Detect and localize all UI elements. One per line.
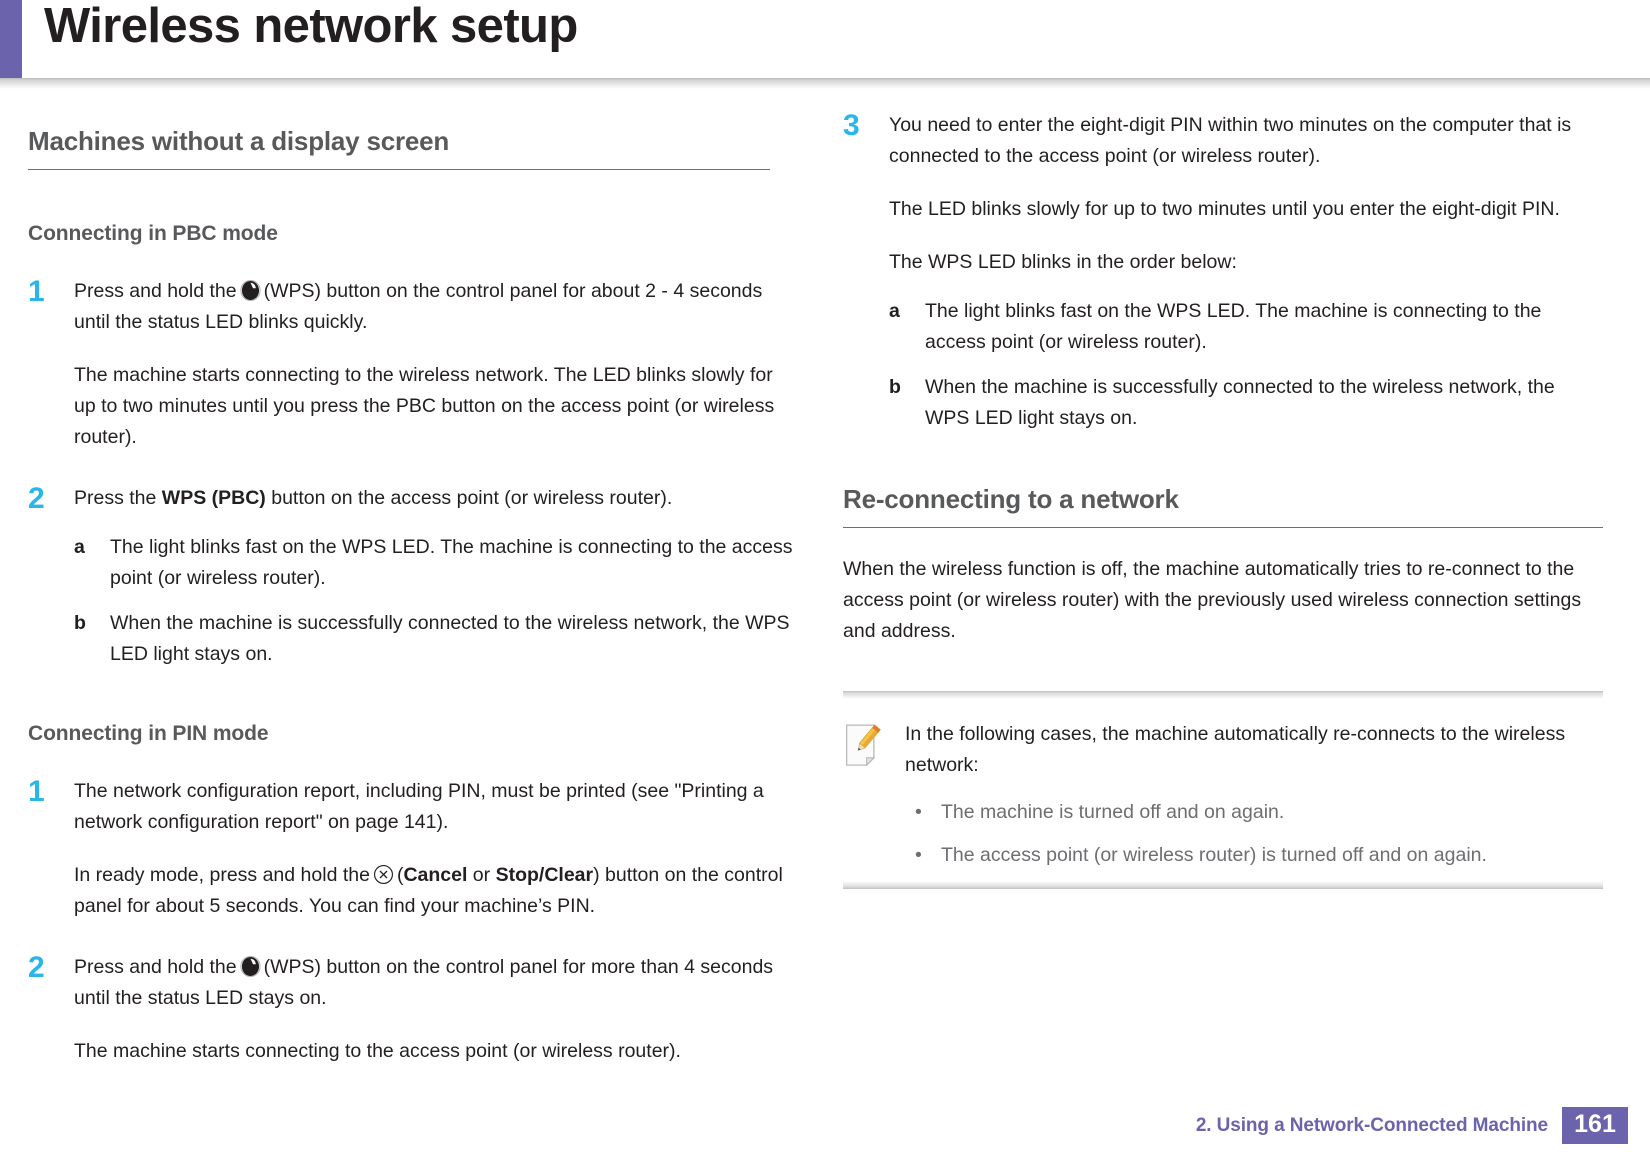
step-body: You need to enter the eight-digit PIN wi… bbox=[889, 110, 1603, 434]
step-followup-paragraph-2: The WPS LED blinks in the order below: bbox=[889, 251, 1237, 273]
footer-chapter-label: 2. Using a Network-Connected Machine bbox=[1195, 1114, 1548, 1136]
content-columns: Machines without a display screen Connec… bbox=[0, 110, 1650, 1067]
section-heading-underline bbox=[843, 527, 1603, 528]
followup-text-before-icon: In ready mode, press and hold the bbox=[74, 864, 370, 886]
sub-step-list: a The light blinks fast on the WPS LED. … bbox=[889, 296, 1603, 434]
note-inner: In the following cases, the machine auto… bbox=[843, 713, 1603, 871]
sub-step-marker: a bbox=[889, 300, 900, 322]
note-lead-text: In the following cases, the machine auto… bbox=[905, 723, 1566, 776]
cancel-bold-label: Cancel bbox=[403, 864, 468, 886]
step-number: 1 bbox=[28, 275, 45, 308]
page-header: Wireless network setup bbox=[0, 0, 1650, 90]
bullet-text: The machine is turned off and on again. bbox=[941, 801, 1285, 823]
subsection-heading-pin-mode: Connecting in PIN mode bbox=[28, 722, 269, 745]
step-body: Press and hold the(WPS) button on the co… bbox=[74, 276, 798, 453]
sub-step-marker: b bbox=[889, 376, 901, 398]
reconnect-paragraph: When the wireless function is off, the m… bbox=[843, 558, 1582, 642]
step-paragraph: Press and hold the(WPS) button on the co… bbox=[74, 276, 798, 338]
note-top-divider bbox=[843, 691, 1603, 700]
bullet-text: The access point (or wireless router) is… bbox=[941, 844, 1487, 866]
sub-step-text: When the machine is successfully connect… bbox=[110, 612, 790, 665]
wps-icon bbox=[239, 279, 261, 302]
followup-open-paren: ( bbox=[396, 864, 404, 886]
followup-text-after-bold: ) button on the control panel for about … bbox=[74, 864, 783, 917]
step-text-lead: Press the bbox=[74, 487, 157, 509]
bullet-icon: • bbox=[915, 801, 922, 823]
note-box: In the following cases, the machine auto… bbox=[843, 691, 1603, 889]
step-paragraph: You need to enter the eight-digit PIN wi… bbox=[889, 114, 1572, 167]
cancel-icon bbox=[373, 864, 394, 885]
step-pbc-1: 1 Press and hold the(WPS) button on the … bbox=[28, 276, 798, 453]
step-text-after-icon: (WPS) button on the control panel for ab… bbox=[74, 280, 763, 333]
step-text-before-icon: Press and hold the bbox=[74, 956, 237, 978]
bullet-icon: • bbox=[915, 844, 922, 866]
stop-clear-bold-label: Stop/Clear bbox=[495, 864, 594, 886]
step-number: 1 bbox=[28, 775, 45, 808]
step-body: Press and hold the(WPS) button on the co… bbox=[74, 952, 798, 1067]
accent-bar bbox=[0, 0, 22, 78]
subsection-heading-pbc-mode: Connecting in PBC mode bbox=[28, 222, 278, 245]
step-text-tail: button on the access point (or wireless … bbox=[271, 487, 673, 509]
sub-step-a: a The light blinks fast on the WPS LED. … bbox=[74, 532, 798, 594]
step-number: 2 bbox=[28, 482, 45, 515]
step-pbc-2: 2 Press the WPS (PBC) button on the acce… bbox=[28, 483, 798, 670]
section-heading-underline bbox=[28, 169, 770, 170]
step-pin-1: 1 The network configuration report, incl… bbox=[28, 776, 798, 922]
page-title: Wireless network setup bbox=[44, 0, 578, 53]
sub-step-a: a The light blinks fast on the WPS LED. … bbox=[889, 296, 1603, 358]
sub-step-b: b When the machine is successfully conne… bbox=[889, 372, 1603, 434]
step-body: Press the WPS (PBC) button on the access… bbox=[74, 483, 798, 670]
step-text-before-icon: Press and hold the bbox=[74, 280, 237, 302]
wps-icon bbox=[239, 955, 261, 978]
step-pin-3: 3 You need to enter the eight-digit PIN … bbox=[843, 110, 1603, 434]
sub-step-marker: b bbox=[74, 612, 86, 634]
followup-or: or bbox=[467, 864, 496, 886]
note-bullet-item: • The access point (or wireless router) … bbox=[905, 840, 1603, 871]
header-divider bbox=[0, 78, 1650, 90]
note-bullet-list: • The machine is turned off and on again… bbox=[905, 797, 1603, 871]
step-paragraph: Press and hold the(WPS) button on the co… bbox=[74, 952, 798, 1014]
step-pin-2: 2 Press and hold the(WPS) button on the … bbox=[28, 952, 798, 1067]
step-followup-paragraph: The machine starts connecting to the acc… bbox=[74, 1040, 681, 1062]
sub-step-marker: a bbox=[74, 536, 85, 558]
sub-step-text: The light blinks fast on the WPS LED. Th… bbox=[925, 300, 1542, 353]
wps-pbc-bold-label: WPS (PBC) bbox=[161, 487, 266, 509]
note-bullet-item: • The machine is turned off and on again… bbox=[905, 797, 1603, 828]
step-followup-paragraph: In ready mode, press and hold the (Cancel… bbox=[74, 860, 798, 922]
note-content: In the following cases, the machine auto… bbox=[905, 719, 1603, 871]
step-number: 2 bbox=[28, 951, 45, 984]
note-bottom-divider bbox=[843, 880, 1603, 889]
step-followup-paragraph: The machine starts connecting to the wir… bbox=[74, 364, 775, 448]
step-number: 3 bbox=[843, 109, 860, 142]
note-pencil-icon bbox=[843, 719, 905, 871]
step-body: The network configuration report, includ… bbox=[74, 776, 798, 922]
step-paragraph: Press the WPS (PBC) button on the access… bbox=[74, 483, 798, 514]
page-footer: 2. Using a Network-Connected Machine 161 bbox=[0, 1107, 1628, 1144]
section-heading-machines-without-display: Machines without a display screen bbox=[28, 126, 450, 156]
section-heading-reconnecting: Re-connecting to a network bbox=[843, 484, 1179, 514]
footer-page-number: 161 bbox=[1562, 1107, 1628, 1144]
sub-step-text: The light blinks fast on the WPS LED. Th… bbox=[110, 536, 793, 589]
left-column: Machines without a display screen Connec… bbox=[28, 110, 798, 1067]
right-column: 3 You need to enter the eight-digit PIN … bbox=[843, 110, 1603, 1067]
step-followup-paragraph-1: The LED blinks slowly for up to two minu… bbox=[889, 198, 1560, 220]
sub-step-list: a The light blinks fast on the WPS LED. … bbox=[74, 532, 798, 670]
sub-step-b: b When the machine is successfully conne… bbox=[74, 608, 798, 670]
step-text-after-icon: (WPS) button on the control panel for mo… bbox=[74, 956, 774, 1009]
step-paragraph: The network configuration report, includ… bbox=[74, 780, 764, 833]
sub-step-text: When the machine is successfully connect… bbox=[925, 376, 1555, 429]
